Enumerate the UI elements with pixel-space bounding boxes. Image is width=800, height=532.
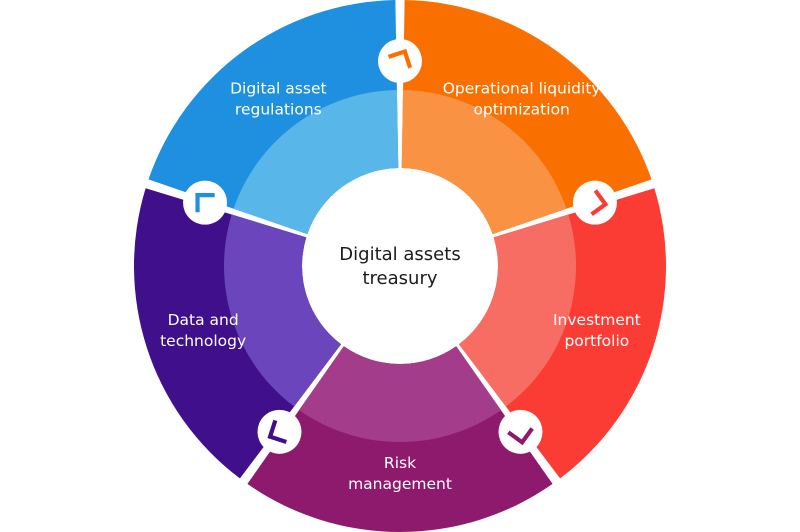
badge-layer bbox=[183, 39, 617, 454]
connector-badge-badge-bottom[interactable] bbox=[257, 409, 302, 454]
connector-badge-badge-right[interactable] bbox=[498, 409, 543, 454]
badge-background bbox=[572, 180, 617, 225]
chevron-icon bbox=[195, 193, 215, 213]
badge-background bbox=[183, 180, 228, 225]
badge-background bbox=[378, 39, 422, 83]
hub-layer bbox=[305, 171, 495, 361]
wheel-segment-highlight-data-and-technology bbox=[223, 214, 342, 407]
connector-badge-badge-top-left[interactable] bbox=[378, 39, 422, 83]
chevron-icon bbox=[267, 419, 287, 444]
wheel-segment-highlight-investment-portfolio bbox=[458, 214, 576, 407]
badge-background bbox=[257, 409, 302, 454]
wheel-segment-highlight-risk-management bbox=[299, 346, 501, 442]
connector-badge-badge-top-right[interactable] bbox=[572, 180, 617, 225]
wheel-segment-highlight-digital-asset-regulations bbox=[233, 90, 399, 235]
wheel-segment-highlight-operational-liquidity-optimization bbox=[401, 90, 567, 235]
highlight-layer bbox=[223, 90, 576, 442]
center-hub bbox=[305, 171, 495, 361]
badge-background bbox=[498, 409, 543, 454]
chevron-icon bbox=[507, 427, 534, 446]
connector-badge-badge-left[interactable] bbox=[183, 180, 228, 225]
chevron-icon bbox=[387, 48, 413, 69]
chevron-icon bbox=[590, 189, 609, 217]
